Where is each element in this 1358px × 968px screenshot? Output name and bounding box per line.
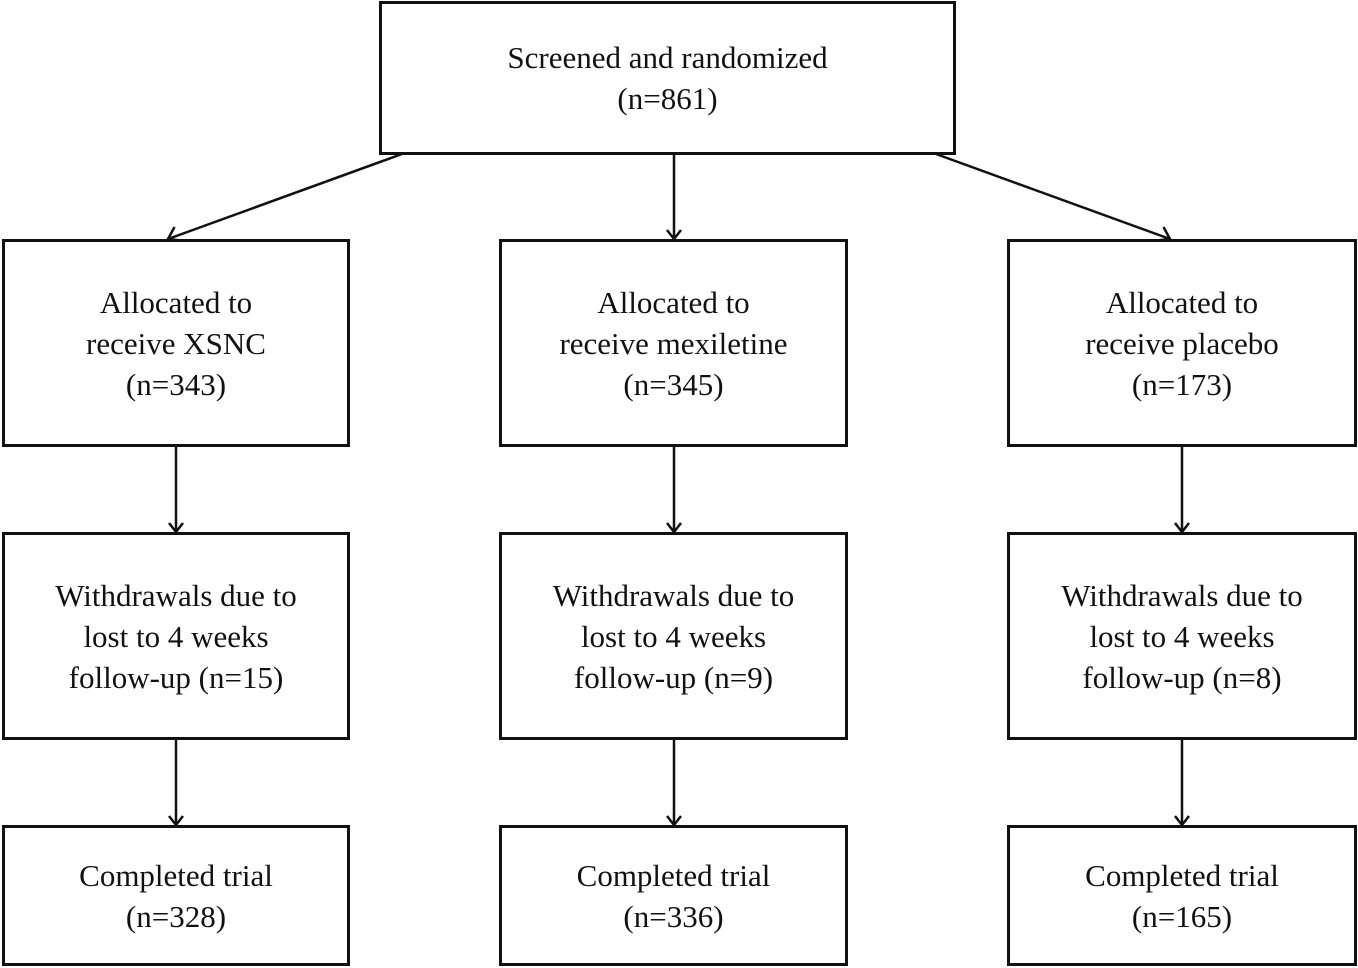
withdrawals-reason: lost to 4 weeks — [580, 618, 767, 654]
placebo-withdrawals-box: Withdrawals due to lost to 4 weeks follo… — [1007, 532, 1357, 740]
completed-label: Completed trial — [576, 857, 771, 893]
xsnc-completed-box: Completed trial (n=328) — [2, 825, 350, 966]
allocated-arm: receive mexiletine — [559, 325, 788, 361]
screened-label: Screened and randomized — [507, 40, 828, 75]
withdrawals-reason: lost to 4 weeks — [83, 618, 269, 654]
withdrawals-label: Withdrawals due to — [552, 577, 795, 613]
xsnc-withdrawals-box: Withdrawals due to lost to 4 weeks follo… — [2, 532, 350, 740]
allocated-arm: receive XSNC — [86, 325, 266, 361]
completed-label: Completed trial — [1085, 857, 1279, 893]
withdrawals-count: follow-up (n=8) — [1082, 659, 1282, 695]
screened-randomized-box: Screened and randomized (n=861) — [379, 1, 956, 155]
arrow-screened-to-xsnc — [167, 152, 403, 241]
withdrawals-count: follow-up (n=9) — [573, 659, 774, 695]
completed-count: (n=336) — [623, 898, 724, 934]
placebo-completed-box: Completed trial (n=165) — [1007, 825, 1357, 966]
withdrawals-label: Withdrawals due to — [1061, 577, 1303, 613]
arrow-screened-to-placebo — [935, 152, 1171, 241]
completed-count: (n=328) — [125, 898, 227, 934]
mexiletine-allocated-box: Allocated to receive mexiletine (n=345) — [499, 239, 848, 447]
xsnc-allocated-box: Allocated to receive XSNC (n=343) — [2, 239, 350, 447]
mexiletine-withdrawals-box: Withdrawals due to lost to 4 weeks follo… — [499, 532, 848, 740]
allocated-label: Allocated to — [99, 284, 253, 320]
withdrawals-count: follow-up (n=15) — [68, 659, 284, 695]
mexiletine-completed-box: Completed trial (n=336) — [499, 825, 848, 966]
allocated-count: (n=173) — [1131, 366, 1233, 402]
withdrawals-reason: lost to 4 weeks — [1089, 618, 1275, 654]
allocated-arm: receive placebo — [1085, 325, 1279, 361]
completed-label: Completed trial — [79, 857, 273, 893]
withdrawals-label: Withdrawals due to — [55, 577, 297, 613]
allocated-count: (n=345) — [623, 366, 724, 402]
screened-count: (n=861) — [617, 81, 718, 116]
allocated-label: Allocated to — [597, 284, 750, 320]
placebo-allocated-box: Allocated to receive placebo (n=173) — [1007, 239, 1357, 447]
allocated-label: Allocated to — [1105, 284, 1259, 320]
completed-count: (n=165) — [1131, 898, 1233, 934]
allocated-count: (n=343) — [125, 366, 227, 402]
